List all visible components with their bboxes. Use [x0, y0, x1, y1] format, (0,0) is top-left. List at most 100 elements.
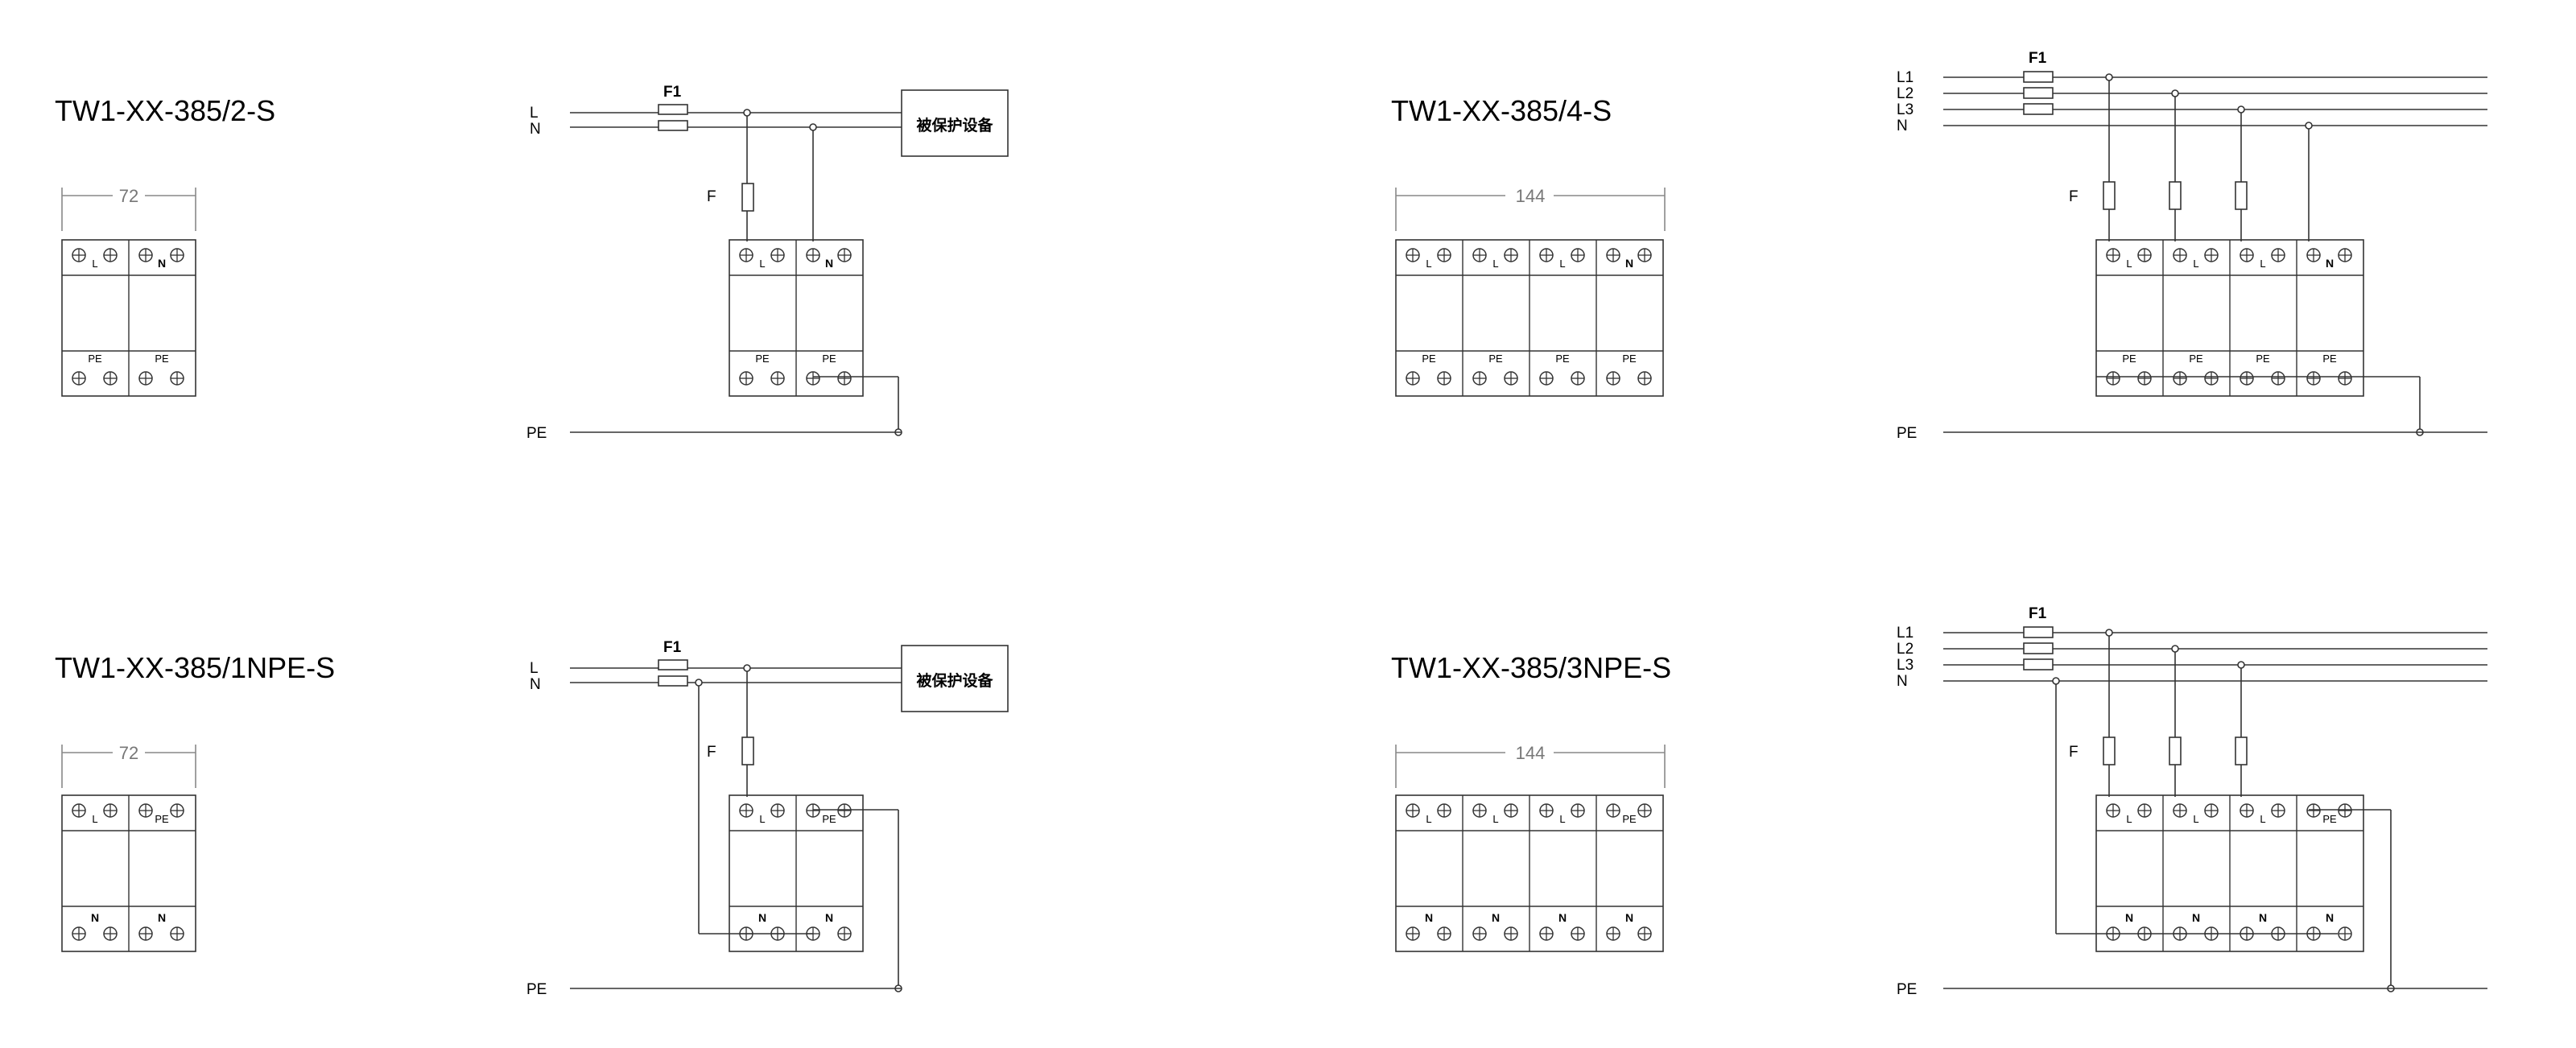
terminal-screw-icon: [2240, 803, 2254, 818]
terminal-screw-icon: [72, 926, 86, 941]
terminal-screw-icon: [103, 803, 118, 818]
spd-module: LN: [1472, 803, 1518, 941]
dimension-144-bottom: 144: [1395, 743, 1666, 788]
spd-module: LPE: [739, 248, 785, 386]
terminal-label: L: [1426, 258, 1431, 270]
dimension-72-bottom: 72: [61, 743, 196, 788]
spd-module: PEN: [138, 803, 184, 941]
terminal-label: N: [1625, 257, 1633, 270]
spd-module: LN: [2173, 803, 2219, 941]
terminal-screw-icon: [2240, 371, 2254, 386]
terminal-screw-icon: [2173, 371, 2187, 386]
terminal-label: PE: [1488, 353, 1503, 365]
terminal-screw-icon: [2106, 803, 2120, 818]
panel-title-4s: TW1-XX-385/4-S: [1391, 94, 1612, 127]
terminal-screw-icon: [2173, 803, 2187, 818]
terminal-label: L: [92, 258, 97, 270]
terminal-label: PE: [2322, 813, 2337, 825]
terminal-label: L: [2126, 258, 2132, 270]
spd-module: N PE: [1606, 248, 1652, 386]
terminal-screw-icon: [138, 248, 153, 262]
terminal-label: N: [158, 911, 166, 924]
terminal-screw-icon: [1406, 803, 1420, 818]
terminal-label: N: [2326, 911, 2334, 924]
terminal-screw-icon: [1472, 803, 1487, 818]
terminal-screw-icon: [1504, 803, 1518, 818]
spd-module: PEN: [1606, 803, 1652, 941]
spd-module: LPE: [2106, 248, 2152, 386]
terminal-label: N: [825, 257, 833, 270]
terminal-screw-icon: [72, 371, 86, 386]
dimension-label: 144: [1516, 186, 1546, 206]
fuse-f: [741, 183, 754, 212]
terminal-screw-icon: [806, 371, 820, 386]
terminal-screw-icon: [103, 926, 118, 941]
line-label-n: N: [530, 676, 541, 693]
pe-label: PE: [526, 981, 547, 998]
terminal-label: L: [759, 813, 765, 825]
terminal-label: PE: [1622, 353, 1637, 365]
terminal-label: PE: [755, 353, 770, 365]
terminal-label: N: [91, 911, 99, 924]
spd-module: PE N: [2306, 803, 2352, 941]
line-label-n: N: [1897, 673, 1908, 690]
terminal-screw-icon: [806, 248, 820, 262]
dimension-72-top: 72: [61, 186, 196, 231]
terminal-screw-icon: [2240, 248, 2254, 262]
terminal-label: N: [1625, 911, 1633, 924]
terminal-screw-icon: [2271, 248, 2285, 262]
terminal-label: N: [2326, 257, 2334, 270]
fuse-main-label: F1: [663, 639, 682, 656]
terminal-screw-icon: [72, 803, 86, 818]
line-label-n: N: [1897, 118, 1908, 134]
terminal-screw-icon: [770, 371, 785, 386]
panel-title-2s: TW1-XX-385/2-S: [55, 94, 275, 127]
terminal-screw-icon: [2137, 371, 2152, 386]
terminal-label: PE: [155, 353, 169, 365]
terminal-screw-icon: [72, 248, 86, 262]
terminal-screw-icon: [1504, 926, 1518, 941]
panel-title-3npe-s: TW1-XX-385/3NPE-S: [1391, 651, 1671, 684]
terminal-screw-icon: [1606, 248, 1620, 262]
fuse-label: F: [2069, 188, 2079, 205]
protected-device-box: [901, 89, 1009, 157]
terminal-label: L: [2260, 258, 2265, 270]
terminal-screw-icon: [2137, 803, 2152, 818]
terminal-screw-icon: [2271, 803, 2285, 818]
spd-module: LPE: [72, 248, 118, 386]
terminal-label: L: [92, 813, 97, 825]
terminal-screw-icon: [2204, 371, 2219, 386]
terminal-screw-icon: [2106, 371, 2120, 386]
terminal-screw-icon: [1472, 248, 1487, 262]
terminal-screw-icon: [837, 926, 852, 941]
terminal-screw-icon: [103, 248, 118, 262]
terminal-screw-icon: [770, 803, 785, 818]
terminal-label: L: [2193, 258, 2198, 270]
terminal-label: L: [2193, 813, 2198, 825]
terminal-label: L: [2260, 813, 2265, 825]
terminal-label: N: [1425, 911, 1433, 924]
terminal-screw-icon: [1504, 371, 1518, 386]
terminal-screw-icon: [770, 248, 785, 262]
terminal-label: L: [2126, 813, 2132, 825]
terminal-screw-icon: [103, 371, 118, 386]
terminal-screw-icon: [2137, 248, 2152, 262]
terminal-screw-icon: [1539, 248, 1554, 262]
terminal-screw-icon: [1472, 926, 1487, 941]
terminal-screw-icon: [1406, 371, 1420, 386]
line-label-l2: L2: [1897, 641, 1913, 658]
terminal-screw-icon: [170, 803, 184, 818]
protected-device-label: 被保护设备: [916, 116, 993, 134]
terminal-screw-icon: [1637, 248, 1652, 262]
dimension-label: 72: [119, 743, 138, 763]
line-label-l: L: [530, 660, 539, 677]
terminal-screw-icon: [2338, 248, 2352, 262]
terminal-screw-icon: [1437, 803, 1451, 818]
terminal-label: PE: [1555, 353, 1570, 365]
terminal-screw-icon: [1539, 803, 1554, 818]
spd-module: NPE: [806, 248, 852, 386]
